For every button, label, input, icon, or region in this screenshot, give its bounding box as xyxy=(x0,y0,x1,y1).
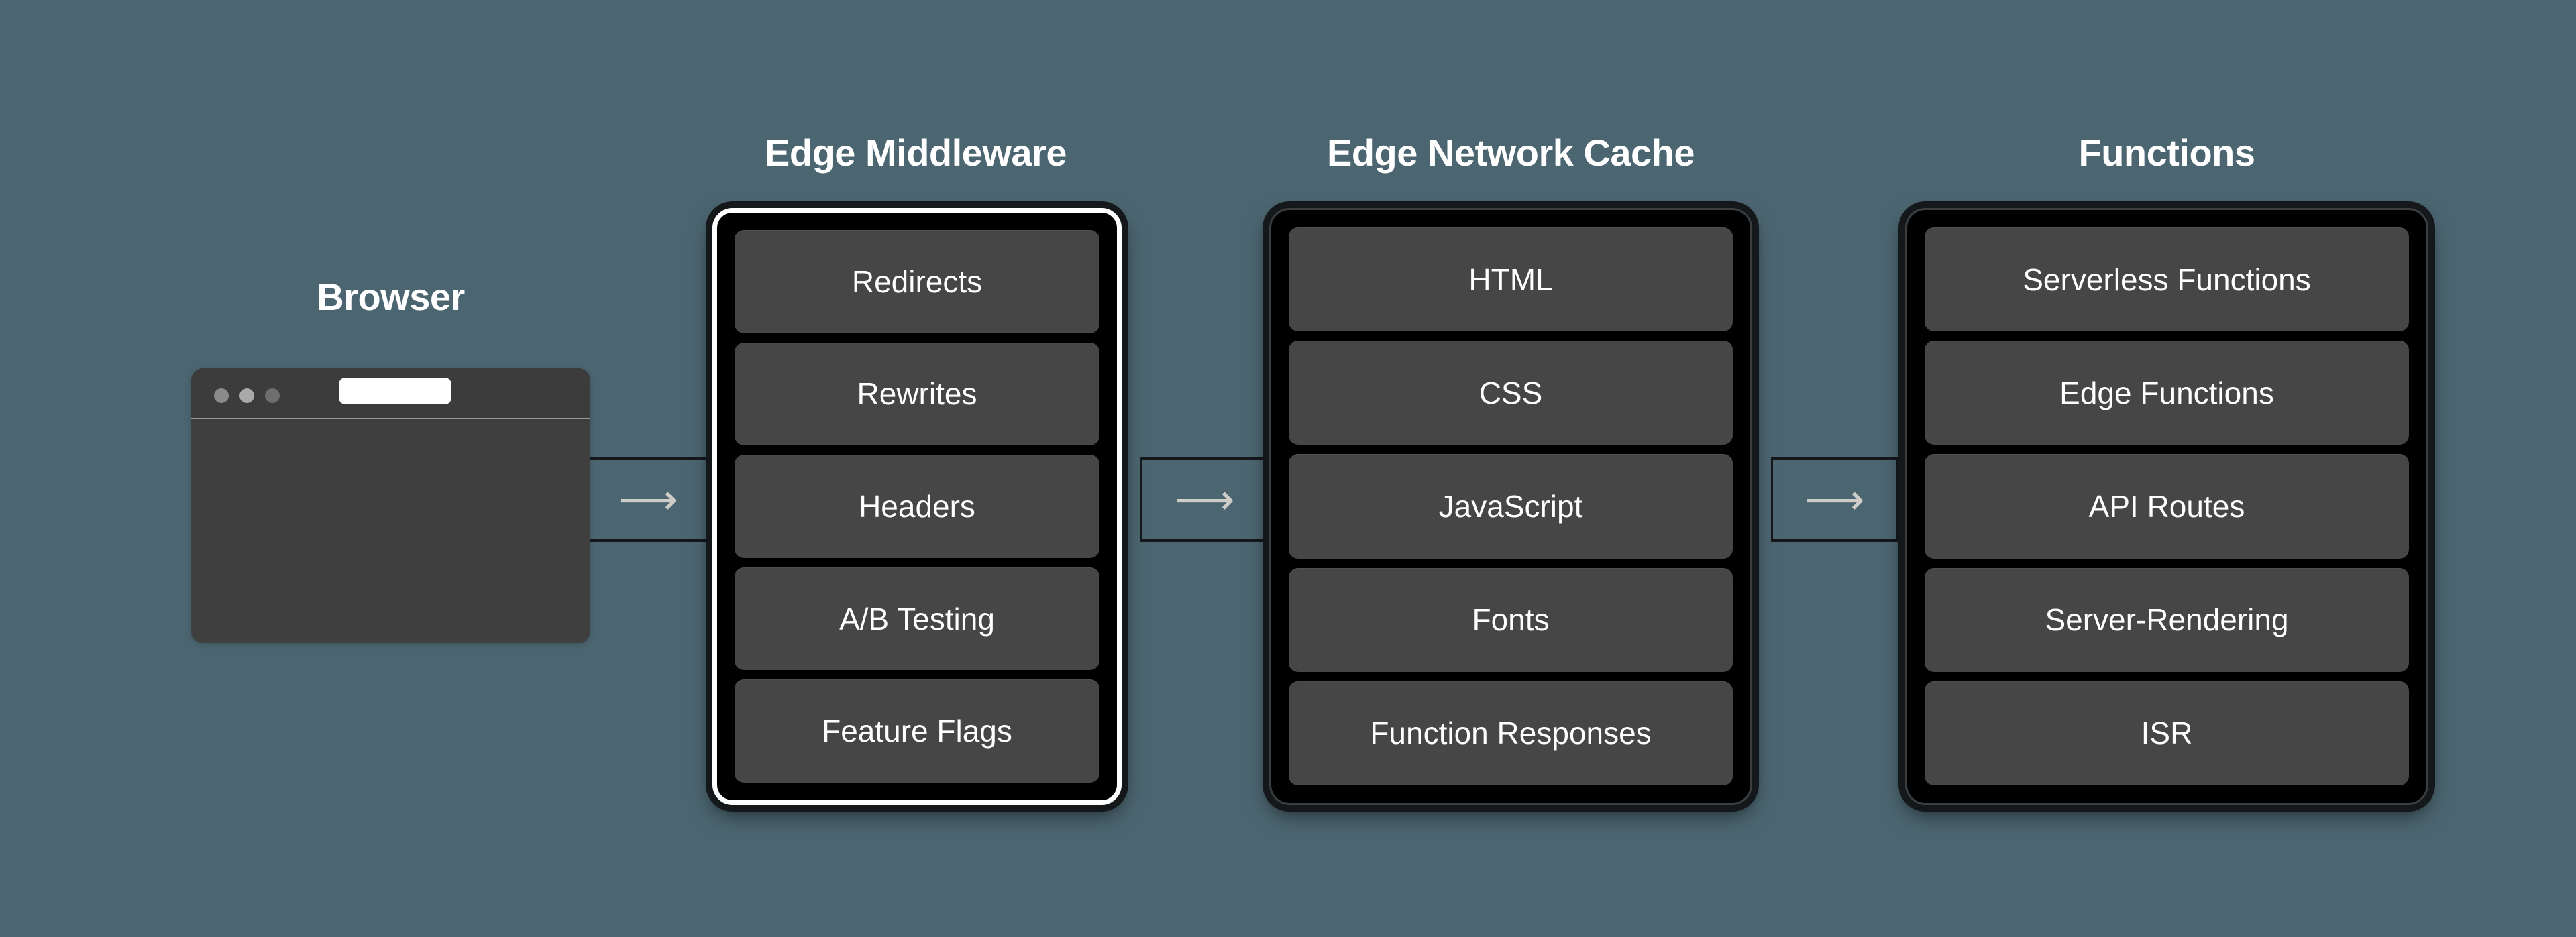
stack-item[interactable]: Edge Functions xyxy=(1925,341,2409,445)
card-edge-network-cache[interactable]: HTML CSS JavaScript Fonts Function Respo… xyxy=(1269,208,1752,805)
arrow-right-icon: ⟶ xyxy=(1175,475,1235,524)
stack-item[interactable]: Fonts xyxy=(1289,567,1733,672)
arrow-right-icon: ⟶ xyxy=(1805,475,1865,524)
stack-item[interactable]: API Routes xyxy=(1925,454,2409,559)
column-title-edge-network-cache: Edge Network Cache xyxy=(1326,131,1695,174)
browser-maximize-dot-icon xyxy=(265,388,280,403)
stack-item[interactable]: Feature Flags xyxy=(735,679,1099,783)
browser-titlebar xyxy=(191,368,590,419)
stack-item[interactable]: CSS xyxy=(1289,341,1733,445)
browser-url-bar[interactable] xyxy=(339,378,451,404)
stack-item[interactable]: Headers xyxy=(735,455,1099,558)
column-title-edge-middleware: Edge Middleware xyxy=(765,131,1067,174)
column-title-functions: Functions xyxy=(2078,131,2255,174)
stack-item[interactable]: JavaScript xyxy=(1289,454,1733,559)
connector-browser-to-middleware: ⟶ xyxy=(590,457,708,542)
stack-item[interactable]: Server-Rendering xyxy=(1925,567,2409,672)
card-functions[interactable]: Serverless Functions Edge Functions API … xyxy=(1905,208,2428,805)
stack-items-edge-network-cache: HTML CSS JavaScript Fonts Function Respo… xyxy=(1271,210,1750,803)
browser-close-dot-icon xyxy=(214,388,229,403)
stack-item[interactable]: Redirects xyxy=(735,230,1099,333)
stack-item[interactable]: HTML xyxy=(1289,227,1733,332)
connector-middleware-to-cache: ⟶ xyxy=(1140,457,1269,542)
stack-item[interactable]: ISR xyxy=(1925,681,2409,786)
stack-item[interactable]: Rewrites xyxy=(735,342,1099,446)
stack-items-edge-middleware: Redirects Rewrites Headers A/B Testing F… xyxy=(717,213,1117,800)
arrow-right-icon: ⟶ xyxy=(618,475,678,524)
stack-items-functions: Serverless Functions Edge Functions API … xyxy=(1907,210,2426,803)
browser-viewport xyxy=(191,421,590,643)
connector-cache-to-functions: ⟶ xyxy=(1771,457,1898,542)
card-edge-middleware[interactable]: Redirects Rewrites Headers A/B Testing F… xyxy=(712,208,1122,805)
browser-minimize-dot-icon xyxy=(239,388,254,403)
stack-item[interactable]: Serverless Functions xyxy=(1925,227,2409,332)
browser-window-mock xyxy=(191,368,590,643)
stack-item[interactable]: A/B Testing xyxy=(735,567,1099,671)
column-title-browser: Browser xyxy=(317,276,465,318)
stack-item[interactable]: Function Responses xyxy=(1289,681,1733,786)
